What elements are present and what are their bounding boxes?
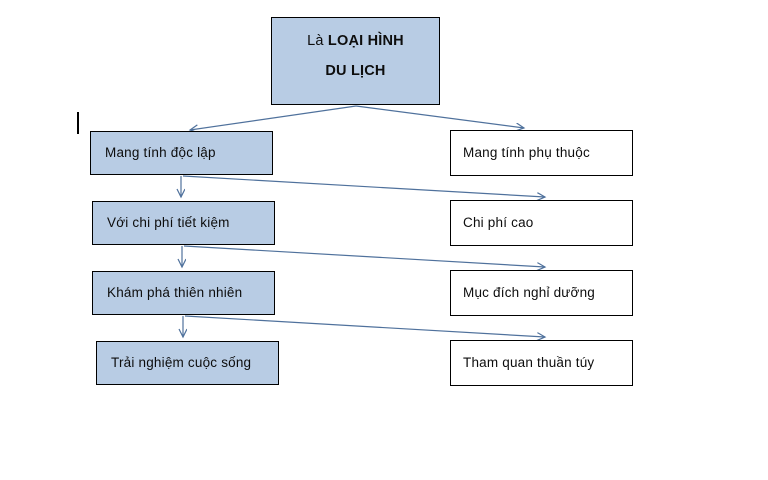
edge-left-2-to-right-3 [183, 245, 545, 267]
node-right-3-label: Mục đích nghỉ dưỡng [463, 284, 596, 300]
node-root[interactable]: Là LOẠI HÌNH DU LỊCH [271, 17, 440, 105]
node-left-2[interactable]: Với chi phí tiết kiệm [92, 201, 275, 245]
node-right-4-label: Tham quan thuần túy [463, 354, 595, 370]
node-left-4-label: Trải nghiệm cuộc sống [111, 354, 252, 370]
node-right-4[interactable]: Tham quan thuần túy [450, 340, 633, 386]
node-left-3[interactable]: Khám phá thiên nhiên [92, 271, 275, 315]
node-right-2-label: Chi phí cao [463, 214, 534, 230]
node-root-label: Là LOẠI HÌNH DU LỊCH [272, 26, 439, 87]
edge-root-to-right-1 [355, 105, 524, 128]
node-left-2-label: Với chi phí tiết kiệm [107, 214, 230, 230]
node-left-1-label: Mang tính độc lập [105, 144, 216, 160]
node-right-2[interactable]: Chi phí cao [450, 200, 633, 246]
edge-root-to-left-1 [190, 105, 357, 130]
node-left-3-label: Khám phá thiên nhiên [107, 284, 243, 300]
node-root-label-line2: DU LỊCH [325, 63, 386, 80]
node-left-4[interactable]: Trải nghiệm cuộc sống [96, 341, 279, 385]
node-right-3[interactable]: Mục đích nghỉ dưỡng [450, 270, 633, 316]
text-caret [77, 112, 79, 134]
node-left-1[interactable]: Mang tính độc lập [90, 131, 273, 175]
node-right-1[interactable]: Mang tính phụ thuộc [450, 130, 633, 176]
edge-left-3-to-right-4 [184, 315, 545, 337]
node-root-label-strong: LOẠI HÌNH [327, 33, 404, 49]
edge-left-1-to-right-2 [182, 175, 545, 197]
node-root-label-plain: Là [307, 33, 328, 49]
node-right-1-label: Mang tính phụ thuộc [463, 144, 590, 160]
